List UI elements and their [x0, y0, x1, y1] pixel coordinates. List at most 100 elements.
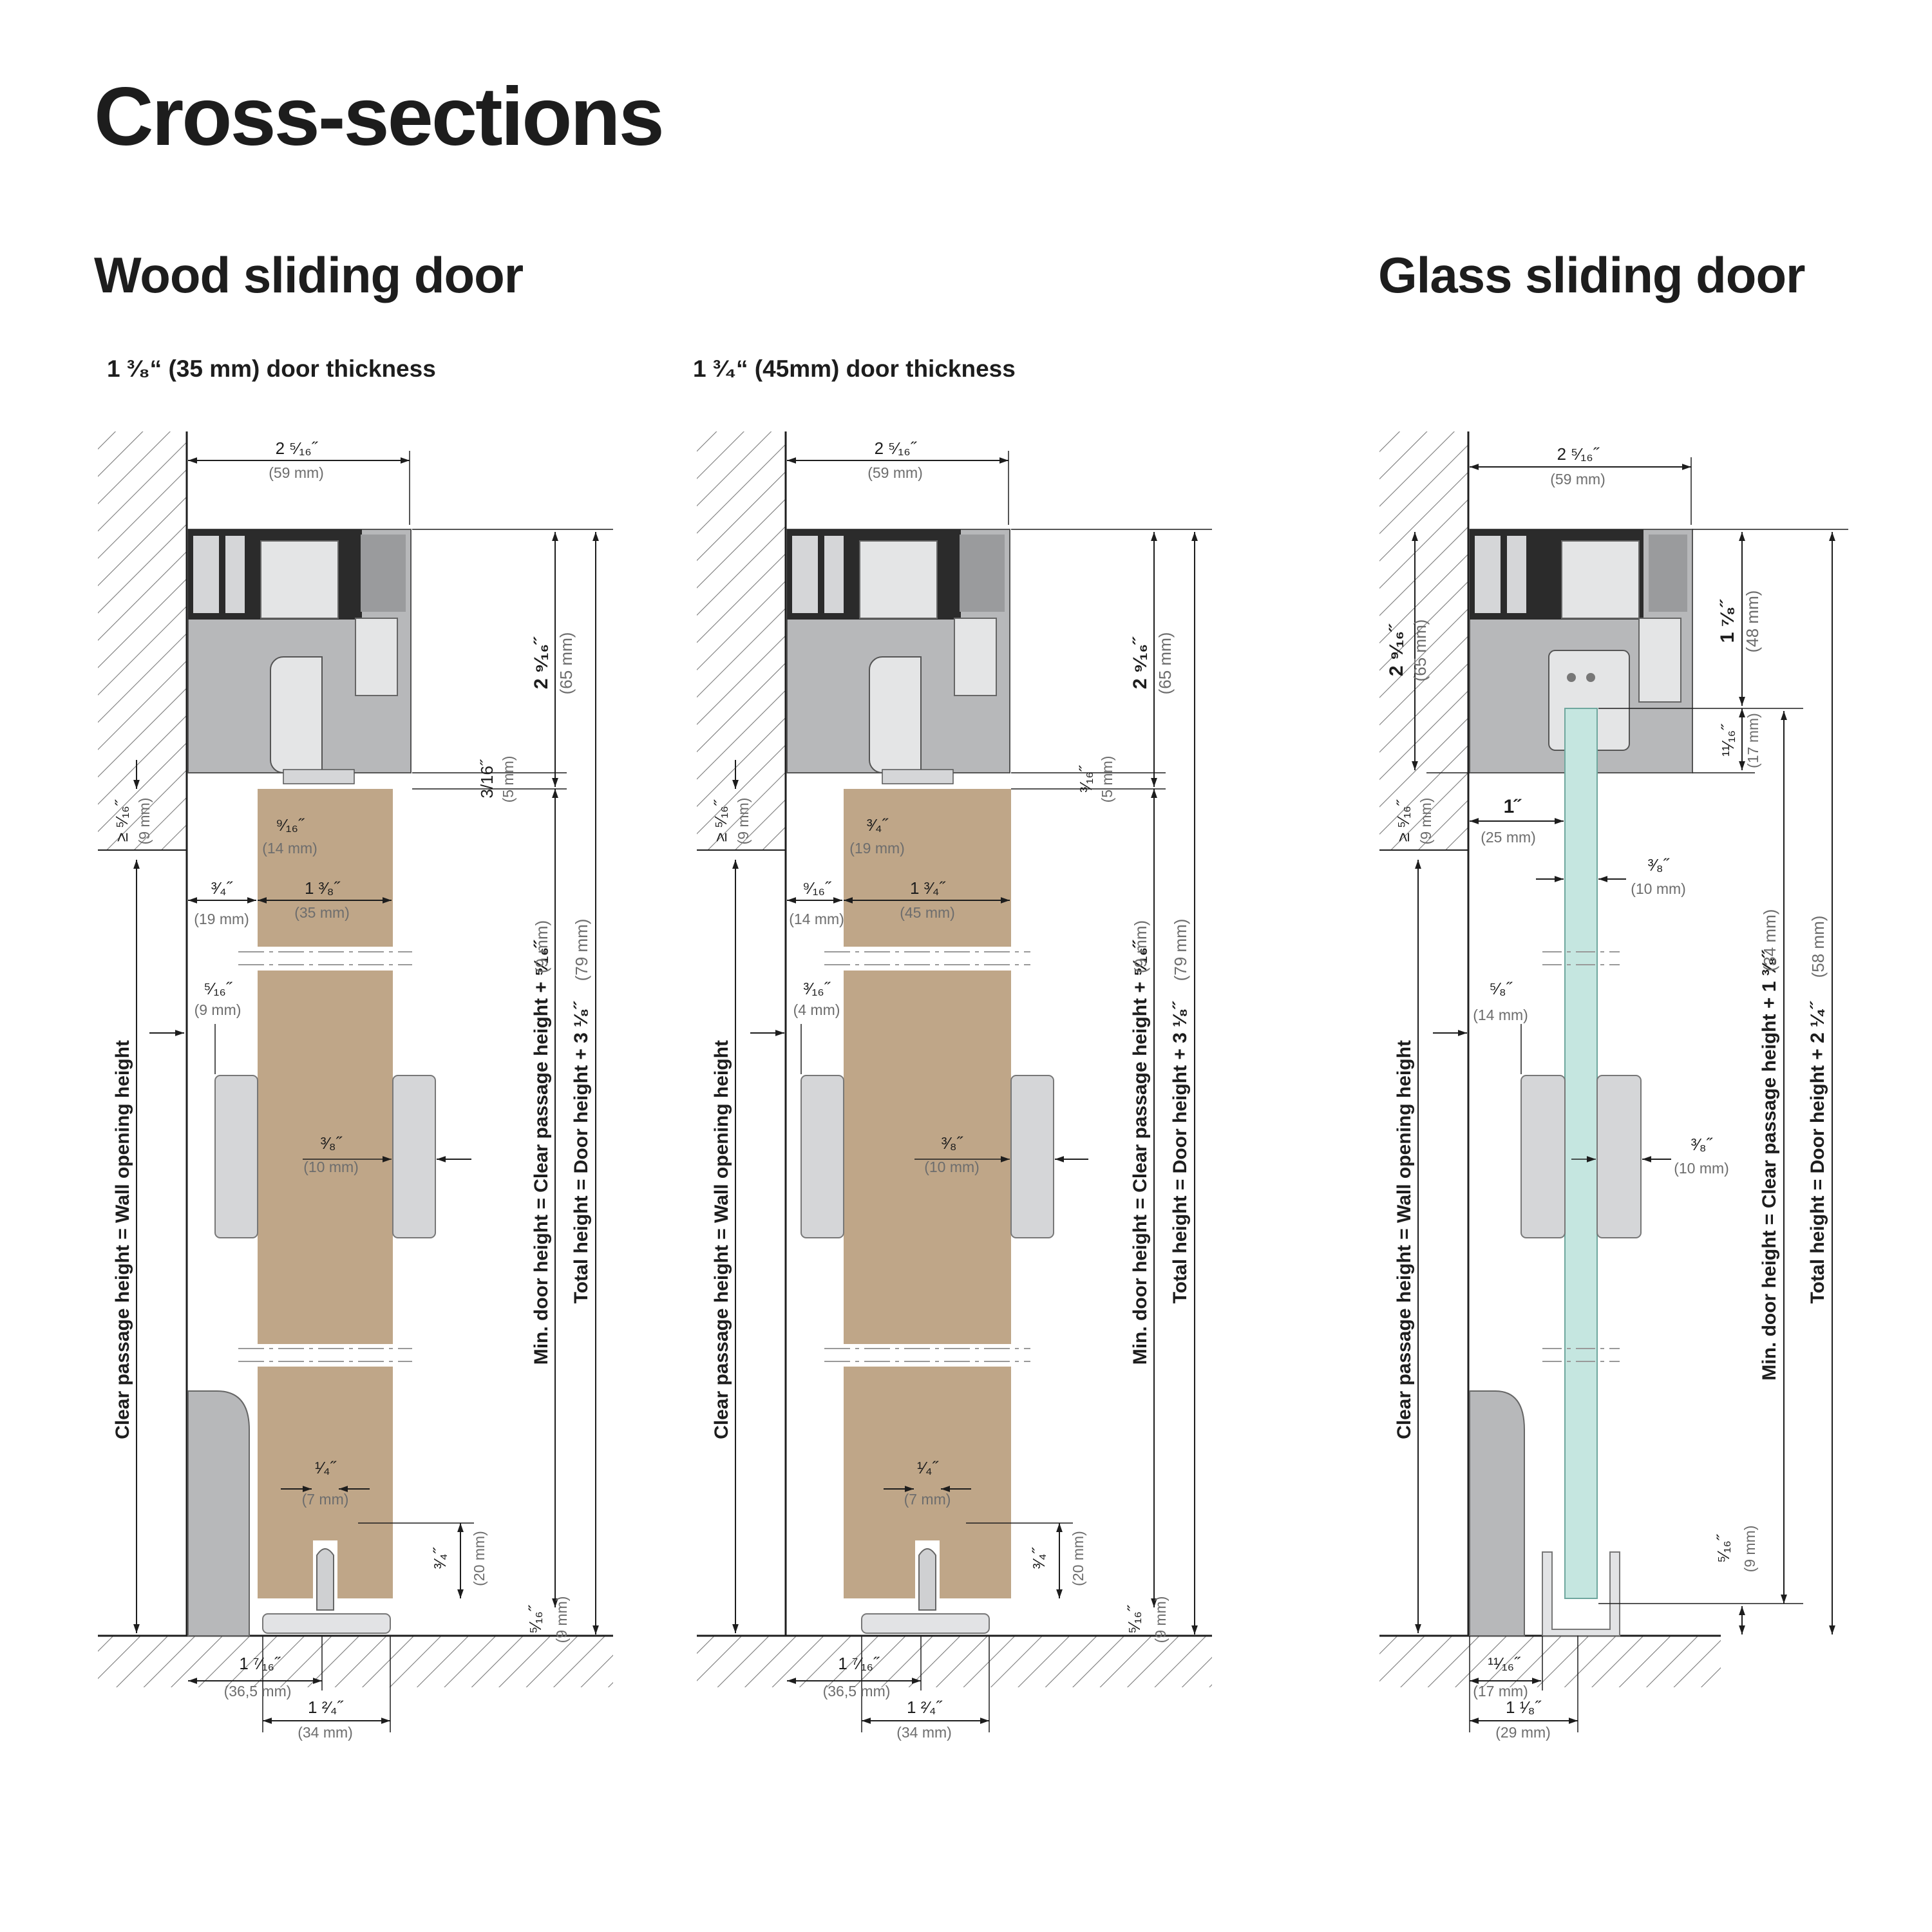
wood-door-middle — [844, 971, 1011, 1344]
dim-wall-overlap-mm: (9 mm) — [735, 798, 752, 845]
dim-wall-gap-in: ⁹⁄₁₆˝ — [802, 878, 832, 898]
dim-glass-top-gap-mm: (17 mm) — [1745, 713, 1761, 768]
glass-panel — [1564, 708, 1598, 1599]
dim-track-height-in: 2 ⁹⁄₁₆˝ — [1130, 636, 1151, 689]
soft-close-damper — [954, 618, 997, 696]
dim-glass-thickness-in: ³⁄₈˝ — [1648, 855, 1671, 875]
dim-groove-width-in: ¹⁄₄˝ — [917, 1458, 940, 1477]
min-door-height-label: Min. door height = Clear passage height … — [1130, 940, 1151, 1365]
dim-guide-width-in: 1 ²⁄₄˝ — [308, 1698, 344, 1717]
dim-wall-overlap-in: ≥ ⁵⁄₁₆˝ — [711, 799, 730, 842]
dim-door-thickness-in: 1 ³⁄₈˝ — [305, 878, 341, 898]
dim-wall-gap-mm: (19 mm) — [194, 911, 249, 927]
dim-bottom-gap-in: ⁵⁄₁₆˝ — [526, 1604, 545, 1633]
glass-handle-left — [1520, 1075, 1566, 1238]
min-door-height-label: Min. door height = Clear passage height … — [531, 940, 552, 1365]
dim-hanger-offset-mm: (19 mm) — [849, 840, 905, 857]
dim-top-width-in: 2 ⁵⁄₁₆˝ — [1557, 444, 1600, 464]
dim-groove-width-in: ¹⁄₄˝ — [315, 1458, 337, 1477]
page-title: Cross-sections — [94, 71, 665, 163]
flush-handle-left — [800, 1075, 844, 1238]
min-door-height-mm: (9 mm) — [1131, 920, 1150, 973]
dim-guide-width-in: 1 ¹⁄₈˝ — [1506, 1698, 1542, 1717]
dim-handle-depth-mm: (10 mm) — [1674, 1160, 1729, 1177]
dim-top-gap-in: 3/16˝ — [477, 759, 497, 799]
clear-passage-label: Clear passage height = Wall opening heig… — [711, 1040, 732, 1439]
floor-guide-plate — [861, 1613, 990, 1634]
dim-guide-offset-mm: (17 mm) — [1473, 1683, 1528, 1700]
dim-track-height-mm: (65 mm) — [1155, 632, 1175, 695]
wood-35-variant-title: 1 ³⁄₈“ (35 mm) door thickness — [107, 355, 436, 382]
dim-bottom-gap-mm: (9 mm) — [1741, 1526, 1758, 1573]
dim-wall-gap-in: 1˝ — [1504, 796, 1522, 817]
dim-handle-depth-mm: (10 mm) — [303, 1159, 359, 1175]
panel-glass: 2 ⁵⁄₁₆˝ (59 mm) 2 ⁹⁄₁₆˝ (65 mm) 1 ⁷⁄₈˝ (… — [1379, 431, 1848, 1741]
dim-handle-depth-mm: (10 mm) — [924, 1159, 980, 1175]
dim-wall-overlap-in: ≥ ⁵⁄₁₆˝ — [112, 799, 131, 842]
wood-door-top — [844, 789, 1011, 947]
floor-guide-pin — [918, 1548, 936, 1611]
dim-handle-depth-in: ³⁄₈˝ — [1691, 1135, 1714, 1154]
flush-handle-right — [1010, 1075, 1054, 1238]
door-stop — [1469, 1390, 1525, 1636]
dim-guide-offset-in: 1 ⁷⁄₁₆˝ — [838, 1654, 880, 1673]
wall-hatch — [1379, 431, 1468, 850]
panel-wood-45: 2 ⁵⁄₁₆˝ (59 mm) 2 ⁹⁄₁₆˝ (65 mm) ³⁄₁₆˝ (5… — [697, 431, 1212, 1741]
dim-door-thickness-in: 1 ³⁄₄˝ — [910, 878, 946, 898]
roller-carriage — [1561, 540, 1640, 619]
dim-bottom-gap-in: ⁵⁄₁₆˝ — [1714, 1533, 1733, 1562]
dim-handle-gap-in: ⁵⁄₁₆˝ — [204, 979, 232, 998]
wood-section-title: Wood sliding door — [94, 247, 524, 303]
dim-handle-depth-in: ³⁄₈˝ — [942, 1133, 964, 1153]
dim-groove-height-in: ³⁄₄˝ — [430, 1547, 450, 1569]
dim-top-gap-in: ³⁄₁₆˝ — [1076, 764, 1095, 792]
roller-carriage — [859, 540, 938, 619]
total-height-label: Total height = Door height + 3 ¹⁄₈˝ — [571, 1001, 592, 1304]
dim-top-gap-mm: (5 mm) — [500, 756, 516, 803]
wall-hatch — [98, 431, 187, 850]
dim-track-height-in: 2 ⁹⁄₁₆˝ — [1386, 623, 1407, 676]
clear-passage-label: Clear passage height = Wall opening heig… — [1394, 1040, 1415, 1439]
dim-guide-width-in: 1 ²⁄₄˝ — [907, 1698, 943, 1717]
flush-handle-left — [214, 1075, 258, 1238]
dim-door-thickness-mm: (45 mm) — [900, 904, 955, 921]
dim-wall-gap-mm: (25 mm) — [1481, 829, 1536, 846]
dim-door-thickness-mm: (35 mm) — [294, 904, 350, 921]
total-height-label: Total height = Door height + 2 ¹⁄₄˝ — [1807, 1001, 1828, 1304]
dim-handle-depth-in: ³⁄₈˝ — [321, 1133, 343, 1153]
dim-track-height-mm: (65 mm) — [1410, 620, 1430, 682]
wood-door-top — [258, 789, 393, 947]
floor-guide-plate — [262, 1613, 391, 1634]
dim-groove-height-in: ³⁄₄˝ — [1029, 1547, 1048, 1569]
dim-wall-overlap-in: ≥ ⁵⁄₁₆˝ — [1394, 799, 1413, 842]
dim-top-width-mm: (59 mm) — [867, 464, 923, 481]
dim-glass-thickness-mm: (10 mm) — [1631, 880, 1686, 897]
dim-guide-offset-in: 1 ⁷⁄₁₆˝ — [239, 1654, 281, 1673]
dim-guide-offset-in: ¹¹⁄₁₆˝ — [1488, 1654, 1521, 1673]
dim-top-width-mm: (59 mm) — [1550, 471, 1605, 488]
hanger-bracket — [270, 656, 323, 773]
floor-guide-pin — [316, 1548, 334, 1611]
flush-handle-right — [392, 1075, 436, 1238]
min-door-height-mm: (9 mm) — [532, 920, 551, 973]
min-door-height-label: Min. door height = Clear passage height … — [1759, 949, 1780, 1381]
dim-clamp-height-in: 1 ⁷⁄₈˝ — [1717, 599, 1738, 643]
dim-handle-gap-mm: (9 mm) — [194, 1001, 242, 1018]
soft-close-damper — [355, 618, 398, 696]
wall-hatch — [697, 431, 786, 850]
dim-handle-gap-mm: (14 mm) — [1473, 1007, 1528, 1023]
dim-bottom-gap-in: ⁵⁄₁₆˝ — [1124, 1604, 1144, 1633]
dim-bottom-gap-mm: (9 mm) — [1152, 1596, 1169, 1643]
dim-guide-width-mm: (29 mm) — [1495, 1724, 1551, 1741]
dim-top-width-in: 2 ⁵⁄₁₆˝ — [875, 439, 918, 458]
dim-track-height-in: 2 ⁹⁄₁₆˝ — [531, 636, 552, 689]
dim-top-gap-mm: (5 mm) — [1099, 756, 1115, 803]
min-door-height-mm: (34 mm) — [1760, 909, 1779, 972]
dim-groove-width-mm: (7 mm) — [302, 1491, 349, 1508]
dim-guide-offset-mm: (36,5 mm) — [823, 1683, 891, 1700]
glass-floor-guide — [1542, 1551, 1620, 1636]
total-height-mm: (58 mm) — [1808, 916, 1828, 978]
glass-section-title: Glass sliding door — [1378, 247, 1805, 303]
wood-door-middle — [258, 971, 393, 1344]
wood-45-variant-title: 1 ³⁄₄“ (45mm) door thickness — [693, 355, 1016, 382]
